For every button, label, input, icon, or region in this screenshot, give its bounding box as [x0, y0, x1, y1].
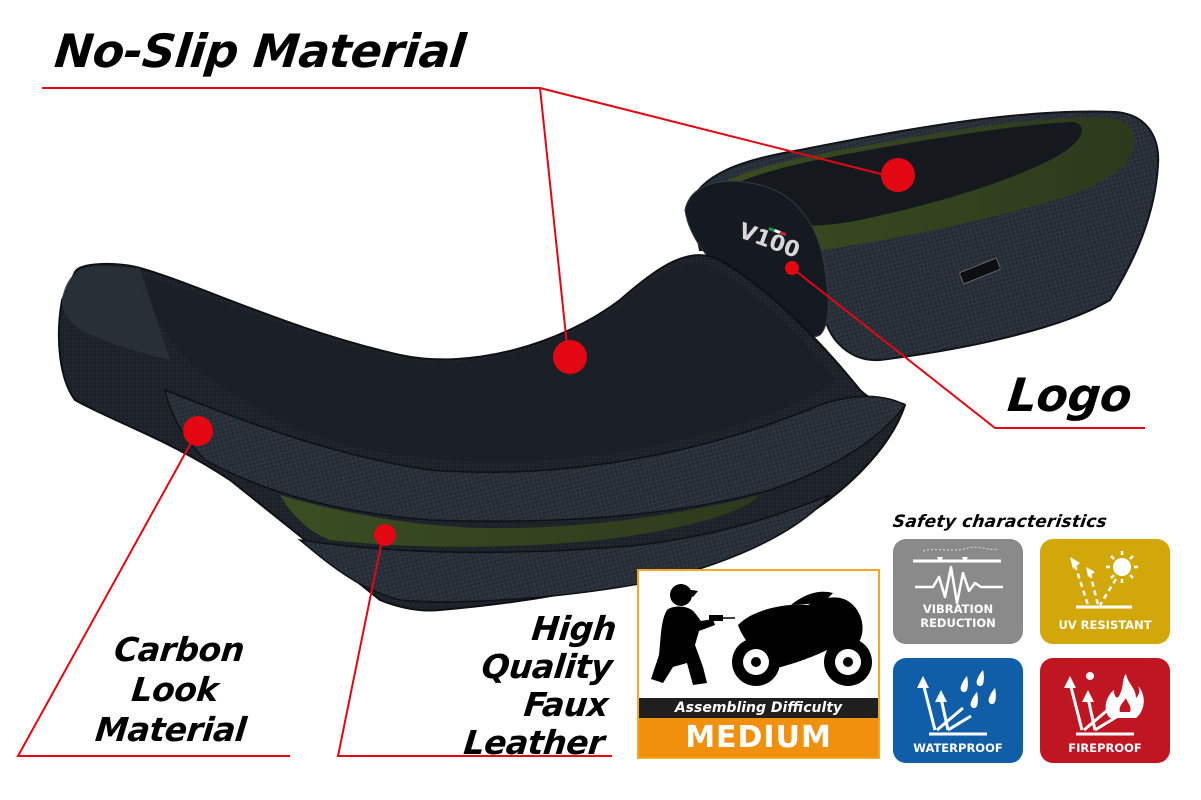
no-slip-leader-line-2: [539, 87, 569, 356]
logo-leader-line: [791, 267, 1145, 429]
vibration-label-line-2: REDUCTION: [920, 616, 996, 630]
marker-no-slip-front: [553, 340, 587, 374]
markers: [183, 158, 915, 546]
marker-carbon: [183, 416, 213, 446]
faux-label-line-4: Leather: [461, 723, 607, 762]
uv-resistant-badge: UV RESISTANT: [1040, 539, 1170, 644]
marker-faux-leather: [374, 524, 396, 546]
flame-icon: [1064, 672, 1144, 736]
carbon-label-line-3: Material: [93, 710, 249, 749]
carbon-leader-line: [16, 431, 290, 757]
faux-label-line-3: Faux: [522, 685, 611, 724]
no-slip-material-label: No-Slip Material: [52, 24, 468, 78]
marker-logo: [785, 261, 799, 275]
fireproof-badge: FIREPROOF: [1040, 658, 1170, 763]
carbon-label-line-2: Look: [129, 670, 221, 709]
uv-resistant-label: UV RESISTANT: [1058, 618, 1152, 632]
rear-seat: [684, 110, 1160, 362]
mechanic-motorcycle-icon: [651, 584, 872, 686]
water-drops-icon: [917, 670, 996, 736]
vibration-icon: [913, 546, 1003, 605]
callout-lines: [16, 87, 1145, 757]
vibration-label-line-1: VIBRATION: [922, 602, 994, 616]
marker-no-slip-rear: [881, 158, 915, 192]
waterproof-label: WATERPROOF: [913, 741, 1003, 755]
brand-tag: [959, 258, 1001, 284]
faux-leader-line: [336, 534, 612, 757]
faux-label-line-1: High: [529, 609, 619, 648]
faux-label-line-2: Quality: [479, 647, 615, 686]
fireproof-label: FIREPROOF: [1068, 741, 1142, 755]
carbon-look-material-label: Carbon Look Material: [74, 630, 277, 750]
difficulty-level: MEDIUM: [639, 718, 878, 757]
assembling-difficulty-header: Assembling Difficulty: [639, 698, 878, 718]
logo-label: Logo: [1005, 368, 1135, 422]
waterproof-badge: WATERPROOF: [893, 658, 1023, 763]
carbon-label-line-1: Carbon: [112, 630, 247, 669]
sun-uv-icon: [1070, 551, 1138, 609]
safety-characteristics-title: Safety characteristics: [891, 512, 1109, 532]
assembling-difficulty-card: Assembling Difficulty MEDIUM: [637, 569, 880, 759]
vibration-reduction-badge: VIBRATION REDUCTION: [893, 539, 1023, 644]
faux-leather-label: High Quality Faux Leather: [407, 609, 619, 762]
